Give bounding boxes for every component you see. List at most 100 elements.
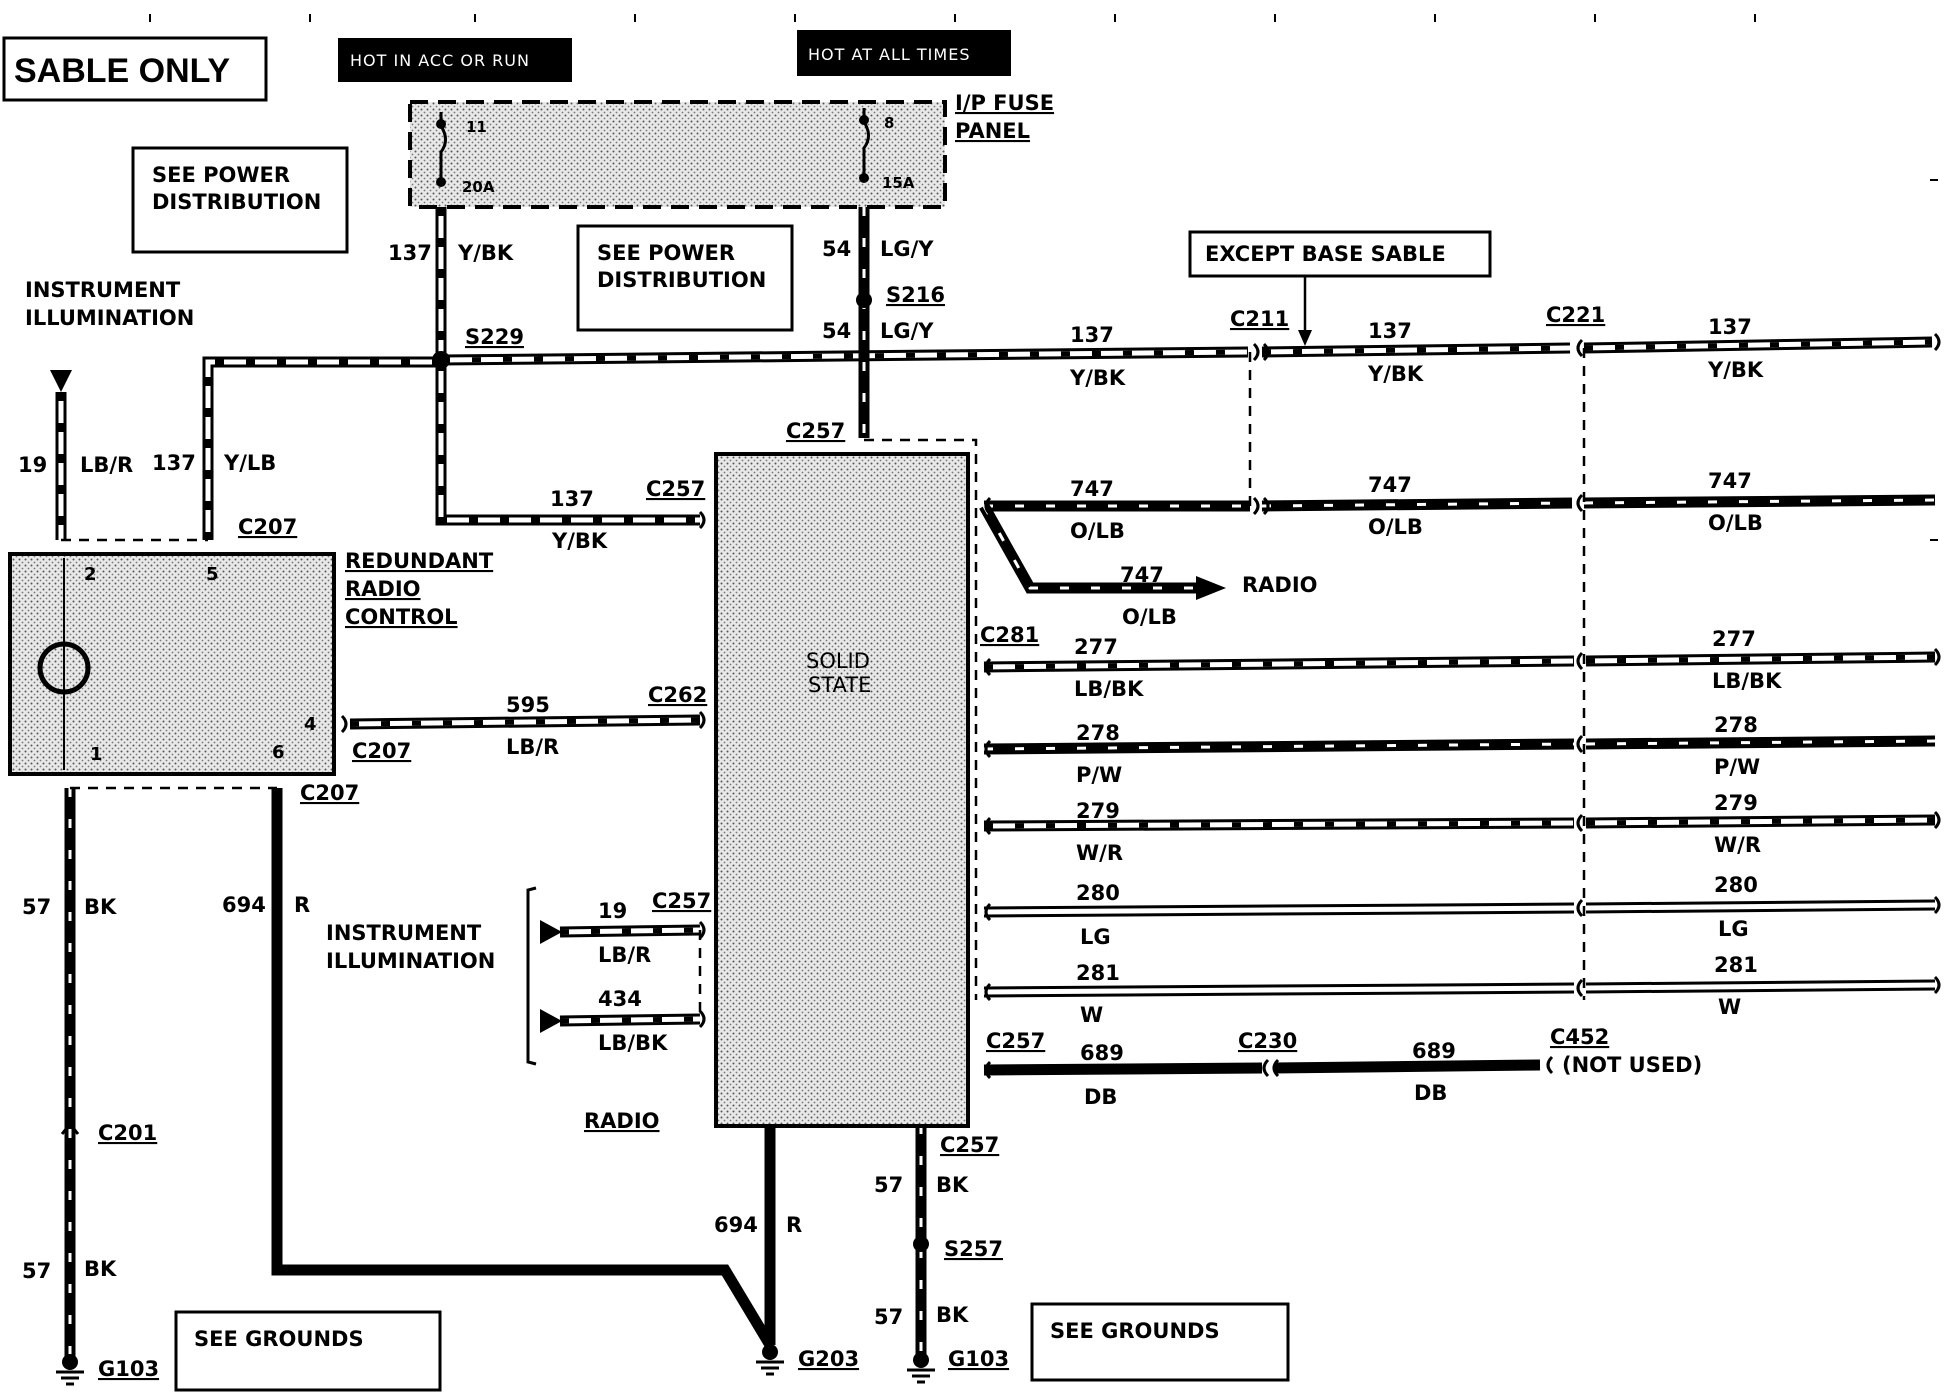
redundant-label-2: RADIO: [345, 577, 421, 601]
wire-689: [983, 1059, 1541, 1076]
circuit-137-v-num: 137: [388, 241, 432, 265]
circuit-277-1-col: LB/BK: [1074, 677, 1144, 701]
circuit-57-b-col: BK: [84, 1257, 117, 1281]
see-grounds-box-2: [1030, 1302, 1290, 1382]
ground-g203-icon: [756, 1344, 784, 1376]
connector-c257-top: C257: [786, 419, 845, 443]
fuse-left: [436, 112, 447, 187]
pin-2: 2: [84, 564, 97, 585]
circuit-278-1-col: P/W: [1076, 763, 1122, 787]
pin-1: 1: [90, 744, 103, 765]
wire-281: [983, 979, 1936, 998]
circuit-19-top-col: LB/R: [80, 453, 133, 477]
circuit-747-1-col: O/LB: [1070, 519, 1125, 543]
circuit-278-2-col: P/W: [1714, 755, 1760, 779]
circuit-747-r-col: O/LB: [1122, 605, 1177, 629]
connector-c257-bottom: C257: [940, 1133, 999, 1157]
circuit-694-a-col: R: [294, 893, 310, 917]
diagram-title: SABLE ONLY: [14, 52, 230, 90]
circuit-137-left-col: Y/BK: [551, 529, 608, 553]
solid-state-line1: SOLID: [806, 649, 870, 673]
connector-c257-illum: C257: [652, 889, 711, 913]
fuse-right: [859, 108, 870, 183]
circuit-279-2-num: 279: [1714, 791, 1758, 815]
circuit-434-col: LB/BK: [598, 1031, 668, 1055]
circuit-54-top-col: LG/Y: [880, 237, 934, 261]
circuit-280-2-col: LG: [1718, 917, 1749, 941]
circuit-281-1-num: 281: [1076, 961, 1120, 985]
redundant-label-3: CONTROL: [345, 605, 458, 629]
circuit-277-2-num: 277: [1712, 627, 1756, 651]
ip-fuse-panel: [408, 100, 947, 209]
instr-illum-top-line1: INSTRUMENT: [25, 278, 181, 302]
circuit-689-1-col: DB: [1084, 1085, 1117, 1109]
circuit-281-2-col: W: [1718, 995, 1741, 1019]
splice-s229: [432, 351, 450, 369]
circuit-57-b-num: 57: [22, 1259, 51, 1283]
redundant-label-1: REDUNDANT: [345, 549, 494, 573]
see-power-1-line1: SEE POWER: [152, 163, 290, 187]
circuit-281-2-num: 281: [1714, 953, 1758, 977]
connector-c262: C262: [648, 683, 707, 707]
circuit-137-ylb-col: Y/LB: [223, 451, 276, 475]
ground-g103-right-icon: [907, 1352, 935, 1384]
instr-illum-mid-line2: ILLUMINATION: [326, 949, 495, 973]
see-grounds-2: SEE GROUNDS: [1050, 1319, 1220, 1343]
connector-c211: C211: [1230, 307, 1289, 331]
see-grounds-1: SEE GROUNDS: [194, 1327, 364, 1351]
solid-state-line2: STATE: [808, 673, 871, 697]
illum-bracket: [526, 886, 537, 1066]
except-base-arrowhead: [1298, 330, 1312, 346]
connector-c201: C201: [98, 1121, 157, 1145]
fuse-panel-label-2: PANEL: [955, 119, 1030, 143]
circuit-434-num: 434: [598, 987, 642, 1011]
circuit-137-h3-num: 137: [1708, 315, 1752, 339]
fuse-right-number: 8: [884, 114, 894, 132]
circuit-278-2-num: 278: [1714, 713, 1758, 737]
instr-illum-top-line2: ILLUMINATION: [25, 306, 194, 330]
circuit-281-1-col: W: [1080, 1003, 1103, 1027]
wire-280: [983, 899, 1936, 918]
all-times-header-box: [797, 30, 1011, 76]
except-base-box: [1188, 230, 1492, 278]
circuit-19-mid-col: LB/R: [598, 943, 651, 967]
circuit-279-1-col: W/R: [1076, 841, 1123, 865]
dashed-boundaries: [61, 348, 1586, 1019]
pin-5: 5: [206, 564, 219, 585]
wire-19-mid: [559, 924, 701, 938]
circuit-57-c-num: 57: [874, 1173, 903, 1197]
circuit-595-col: LB/R: [506, 735, 559, 759]
see-grounds-box-1: [174, 1310, 442, 1392]
splice-s216-label: S216: [886, 283, 945, 307]
circuit-19-top-num: 19: [18, 453, 47, 477]
connector-c207-a: C207: [238, 515, 297, 539]
wire-278: [983, 735, 1936, 755]
circuit-19-mid-num: 19: [598, 899, 627, 923]
connector-chevrons: [60, 332, 1941, 1135]
circuit-137-v-col: Y/BK: [457, 241, 514, 265]
radio-arrow-label: RADIO: [1242, 573, 1318, 597]
see-power-2-line1: SEE POWER: [597, 241, 735, 265]
illum-434-arrowhead: [540, 1009, 562, 1033]
circuit-747-2-num: 747: [1368, 473, 1412, 497]
circuit-694-b-col: R: [786, 1213, 802, 1237]
circuit-137-h2-num: 137: [1368, 319, 1412, 343]
connector-c452: C452: [1550, 1025, 1609, 1049]
fuse-panel-label-1: I/P FUSE: [955, 91, 1054, 115]
circuit-280-1-col: LG: [1080, 925, 1111, 949]
fuse-right-amps: 15A: [882, 174, 915, 192]
wire-137-bus: [440, 336, 1933, 366]
wire-434: [559, 1013, 701, 1027]
circuit-689-2-col: DB: [1414, 1081, 1447, 1105]
splice-s257: [913, 1236, 929, 1252]
circuit-57-c-col: BK: [936, 1173, 969, 1197]
connector-c257-689: C257: [986, 1029, 1045, 1053]
see-power-box-2: [576, 224, 794, 332]
connector-c281: C281: [980, 623, 1039, 647]
circuit-278-1-num: 278: [1076, 721, 1120, 745]
acc-run-header-box: [338, 38, 572, 82]
circuit-57-a-num: 57: [22, 895, 51, 919]
circuit-747-3-col: O/LB: [1708, 511, 1763, 535]
connector-c221: C221: [1546, 303, 1605, 327]
